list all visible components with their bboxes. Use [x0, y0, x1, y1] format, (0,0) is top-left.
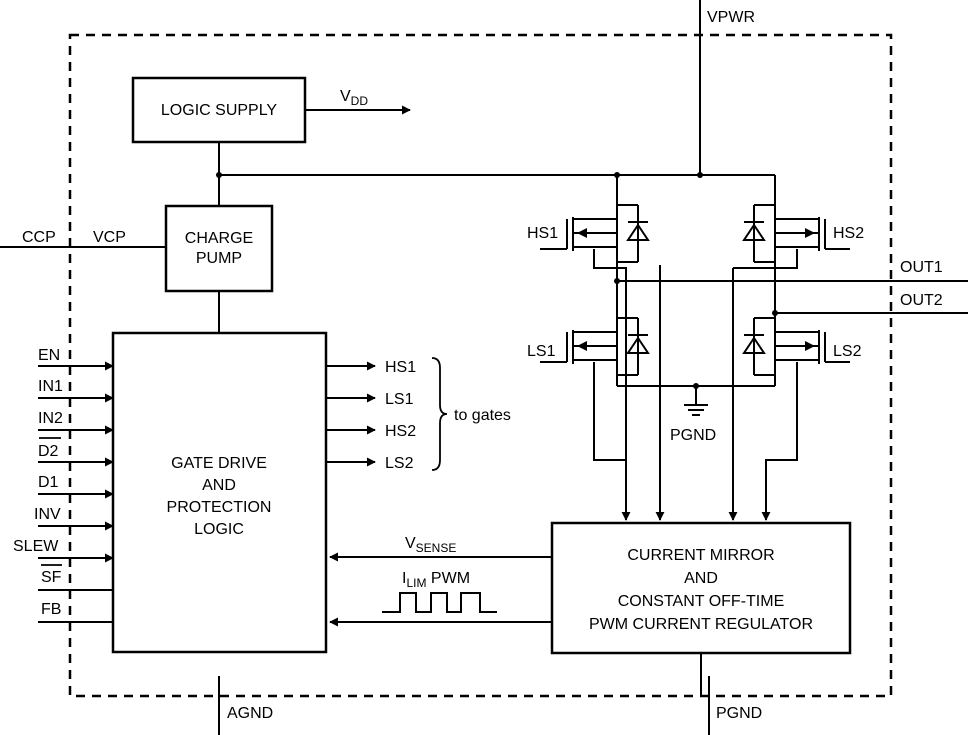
- gate-out-ls2: LS2: [385, 455, 414, 472]
- pin-d1: D1: [38, 474, 59, 491]
- current-mirror-label-2: AND: [684, 570, 718, 587]
- ilim-pwm-label: ILIM PWM: [402, 570, 470, 590]
- pin-in2: IN2: [38, 410, 63, 427]
- to-gates-label: to gates: [454, 407, 511, 424]
- vcp-label: VCP: [93, 229, 126, 246]
- gate-drive-label-2: AND: [202, 477, 236, 494]
- gate-drive-block: [111, 331, 328, 654]
- gate-drive-label-4: LOGIC: [194, 521, 244, 538]
- current-mirror-label-1: CURRENT MIRROR: [627, 547, 774, 564]
- current-mirror-block: [550, 521, 852, 655]
- current-mirror-label-4: PWM CURRENT REGULATOR: [589, 616, 813, 633]
- vsense-label: VSENSE: [405, 535, 456, 555]
- pin-en: EN: [38, 347, 60, 364]
- charge-pump-label: CHARGE: [185, 230, 253, 247]
- pin-inv: INV: [34, 506, 61, 523]
- pgnd-internal-label: PGND: [670, 427, 716, 444]
- pin-sf-bar: SF: [41, 569, 62, 586]
- out2-pin-label: OUT2: [900, 292, 943, 309]
- ls1-fet-label: LS1: [527, 343, 556, 360]
- input-pins: EN IN1 IN2 D2 D1 INV SLEW SF FB: [13, 347, 114, 623]
- ls2-fet: LS2: [742, 317, 862, 376]
- pin-d2-bar: D2: [38, 443, 59, 460]
- gate-outputs: HS1 LS1 HS2 LS2 to gates: [326, 357, 511, 472]
- gate-brace: [431, 357, 448, 471]
- pgnd-pin-label: PGND: [716, 705, 762, 722]
- charge-pump-block: [164, 204, 274, 293]
- pwm-waveform: [382, 592, 497, 613]
- logic-supply-label: LOGIC SUPPLY: [161, 102, 278, 119]
- h-bridge: OUT1 OUT2 PGND HS1: [527, 175, 968, 521]
- out1-pin-label: OUT1: [900, 259, 943, 276]
- gate-out-ls1: LS1: [385, 391, 414, 408]
- pin-in1: IN1: [38, 378, 63, 395]
- ccp-pin-label: CCP: [22, 229, 56, 246]
- current-mirror-label-3: CONSTANT OFF-TIME: [618, 593, 785, 610]
- hs1-fet: HS1: [527, 204, 650, 263]
- hs1-fet-label: HS1: [527, 225, 558, 242]
- chip-boundary: [68, 33, 893, 698]
- gate-drive-label-3: PROTECTION: [167, 499, 272, 516]
- gate-drive-label-1: GATE DRIVE: [171, 455, 267, 472]
- pin-slew: SLEW: [13, 538, 59, 555]
- gate-out-hs1: HS1: [385, 359, 416, 376]
- agnd-pin-label: AGND: [227, 705, 273, 722]
- ls1-fet: LS1: [527, 317, 650, 376]
- vpwr-pin-label: VPWR: [707, 9, 755, 26]
- hs2-fet: HS2: [742, 204, 864, 263]
- hs2-fet-label: HS2: [833, 225, 864, 242]
- vdd-label: VDD: [340, 88, 368, 108]
- pin-fb: FB: [41, 601, 61, 618]
- gate-out-hs2: HS2: [385, 423, 416, 440]
- charge-pump-label-2: PUMP: [196, 250, 242, 267]
- ls2-fet-label: LS2: [833, 343, 862, 360]
